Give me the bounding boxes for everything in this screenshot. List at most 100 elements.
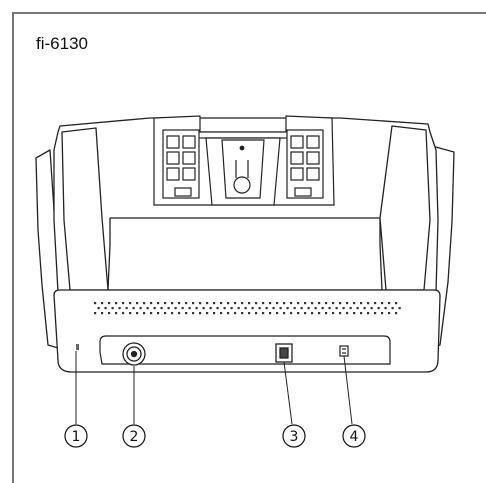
vent-dot: [377, 307, 380, 310]
vent-dot: [94, 312, 97, 315]
callout-4: 4: [342, 424, 366, 448]
vent-dot: [325, 302, 328, 305]
vent-dot: [111, 307, 114, 310]
vent-dot: [279, 307, 282, 310]
vent-dot: [199, 302, 202, 305]
vent-dot: [115, 302, 118, 305]
vent-dot: [300, 307, 303, 310]
vent-dot: [269, 302, 272, 305]
vent-dot: [297, 302, 300, 305]
leader-lines: [75, 351, 353, 425]
vent-dot: [251, 307, 254, 310]
vent-dot: [199, 312, 202, 315]
vent-dot: [101, 302, 104, 305]
vent-dot: [101, 312, 104, 315]
vent-dot: [269, 312, 272, 315]
vent-dot: [332, 312, 335, 315]
vent-dot: [311, 312, 314, 315]
vent-dot: [143, 312, 146, 315]
vent-dot: [297, 312, 300, 315]
vent-dot: [356, 307, 359, 310]
vent-dot: [136, 302, 139, 305]
power-connector-icon: [122, 342, 146, 366]
vent-dot: [325, 312, 328, 315]
vent-dot: [125, 307, 128, 310]
vent-dot: [171, 312, 174, 315]
vent-dot: [367, 302, 370, 305]
connector-strip: [99, 335, 391, 365]
vent-dot: [150, 312, 153, 315]
vent-dot: [388, 312, 391, 315]
figure-frame: [12, 12, 486, 483]
vent-dot: [318, 312, 321, 315]
vent-dot: [234, 312, 237, 315]
rear-recess-panel: [107, 217, 383, 291]
vent-dot: [349, 307, 352, 310]
vent-dot: [395, 312, 398, 315]
vent-dot: [118, 307, 121, 310]
vent-dot: [353, 302, 356, 305]
callout-label: 3: [290, 429, 299, 445]
vent-dot: [262, 312, 265, 315]
vent-dot: [129, 302, 132, 305]
vent-dot: [283, 302, 286, 305]
vent-dot: [192, 302, 195, 305]
vent-dot: [237, 307, 240, 310]
vent-dot: [265, 307, 268, 310]
vent-dot: [213, 302, 216, 305]
vent-dot: [178, 312, 181, 315]
vent-dot: [304, 302, 307, 305]
vent-dot: [136, 312, 139, 315]
vent-dot: [139, 307, 142, 310]
vent-dot: [314, 307, 317, 310]
vent-dot: [318, 302, 321, 305]
vent-dot: [262, 302, 265, 305]
vent-dot: [171, 302, 174, 305]
vent-dot: [384, 307, 387, 310]
vent-dot: [293, 307, 296, 310]
vent-dot: [132, 307, 135, 310]
vent-dot: [181, 307, 184, 310]
vent-dot: [339, 312, 342, 315]
vent-dot: [381, 312, 384, 315]
vent-dot: [94, 302, 97, 305]
vent-dot: [286, 307, 289, 310]
vent-dot: [346, 312, 349, 315]
vent-dot: [160, 307, 163, 310]
vent-dot: [157, 302, 160, 305]
vent-dot: [174, 307, 177, 310]
vent-dot: [241, 302, 244, 305]
callout-label: 1: [72, 429, 81, 445]
vent-dot: [307, 307, 310, 310]
vent-dot: [304, 312, 307, 315]
vent-dot: [192, 312, 195, 315]
vent-dot: [115, 312, 118, 315]
vent-dot: [290, 312, 293, 315]
vent-dot: [339, 302, 342, 305]
kensington-slot-icon: [76, 344, 79, 350]
vent-dot: [108, 312, 111, 315]
vent-dot: [153, 307, 156, 310]
vent-dot: [367, 312, 370, 315]
chute-assembly: [153, 115, 335, 206]
vent-dot: [391, 307, 394, 310]
callout-2: 2: [122, 424, 146, 448]
vent-dot: [335, 307, 338, 310]
vent-dot: [321, 307, 324, 310]
vent-dot: [206, 302, 209, 305]
vent-dot: [346, 302, 349, 305]
vent-dot: [206, 312, 209, 315]
vent-dot: [234, 302, 237, 305]
vent-dot: [157, 312, 160, 315]
vent-dot: [370, 307, 373, 310]
vent-dot: [220, 302, 223, 305]
vent-dot: [185, 302, 188, 305]
vent-dot: [276, 312, 279, 315]
vent-dot: [290, 302, 293, 305]
vent-dot: [248, 312, 251, 315]
vent-dot: [185, 312, 188, 315]
vent-dot: [360, 302, 363, 305]
vent-dot: [122, 302, 125, 305]
vent-dot: [164, 312, 167, 315]
ea-connector-icon: [339, 345, 349, 357]
